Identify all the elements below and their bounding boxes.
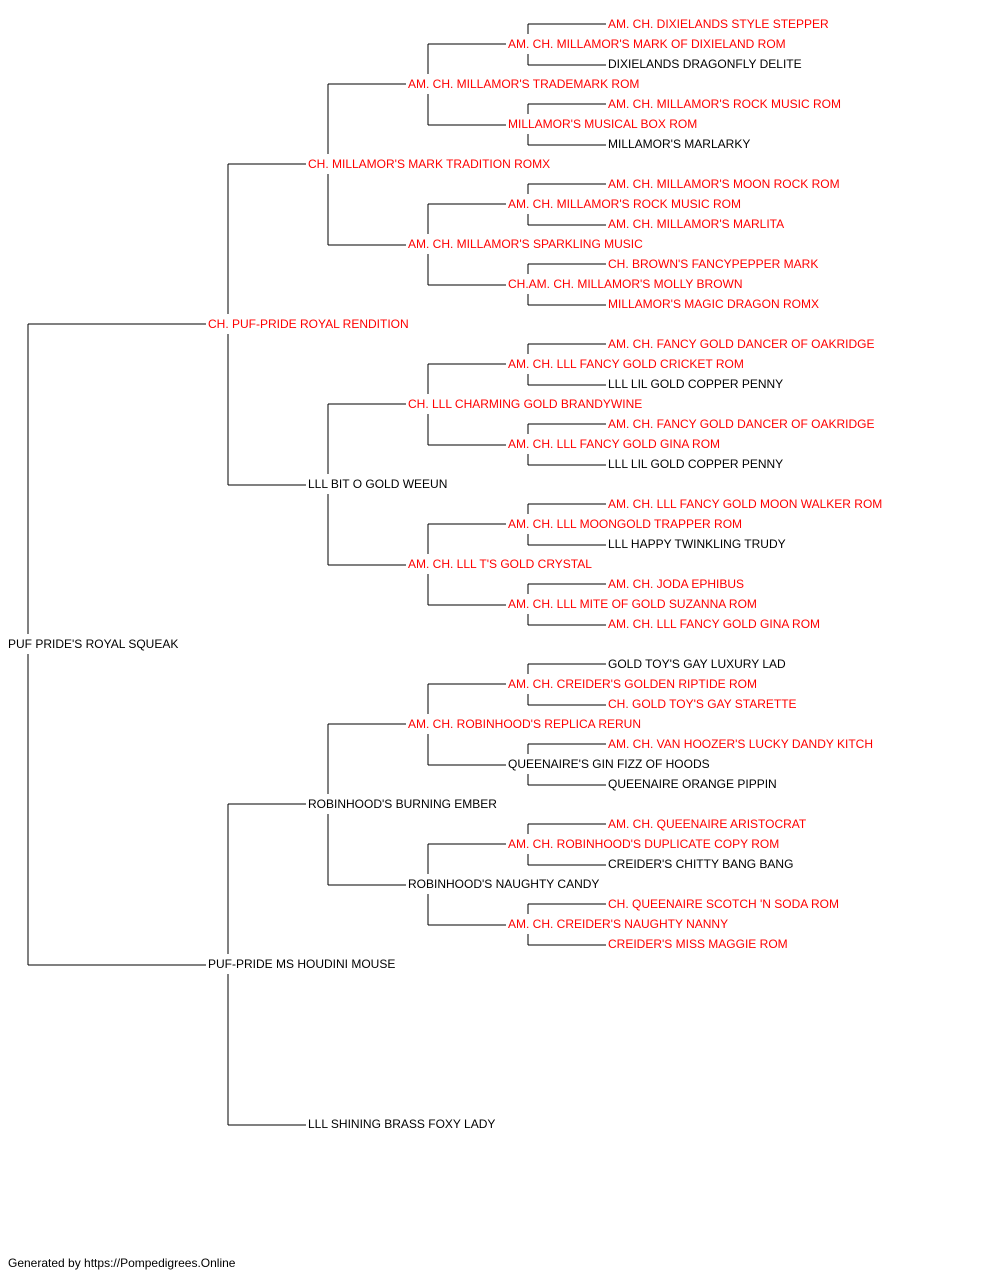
- pedigree-name-gen4: CH.AM. CH. MILLAMOR'S MOLLY BROWN: [508, 277, 743, 291]
- pedigree-name-gen2: ROBINHOOD'S BURNING EMBER: [308, 797, 497, 811]
- pedigree-name-gen4: AM. CH. CREIDER'S NAUGHTY NANNY: [508, 917, 728, 931]
- pedigree-name-gen2: CH. MILLAMOR'S MARK TRADITION ROMX: [308, 157, 550, 171]
- pedigree-name-gen4: AM. CH. LLL MITE OF GOLD SUZANNA ROM: [508, 597, 757, 611]
- pedigree-name-gen5: CH. BROWN'S FANCYPEPPER MARK: [608, 257, 818, 271]
- pedigree-name-gen4: AM. CH. MILLAMOR'S MARK OF DIXIELAND ROM: [508, 37, 786, 51]
- pedigree-name-gen5: MILLAMOR'S MARLARKY: [608, 137, 750, 151]
- pedigree-name-gen3: AM. CH. ROBINHOOD'S REPLICA RERUN: [408, 717, 641, 731]
- pedigree-name-gen1: CH. PUF-PRIDE ROYAL RENDITION: [208, 317, 409, 331]
- pedigree-name-gen4: AM. CH. CREIDER'S GOLDEN RIPTIDE ROM: [508, 677, 757, 691]
- pedigree-name-gen5: LLL HAPPY TWINKLING TRUDY: [608, 537, 786, 551]
- pedigree-name-gen4: AM. CH. LLL FANCY GOLD GINA ROM: [508, 437, 720, 451]
- pedigree-name-gen0: PUF PRIDE'S ROYAL SQUEAK: [8, 637, 178, 651]
- pedigree-name-gen5: LLL LIL GOLD COPPER PENNY: [608, 457, 783, 471]
- pedigree-name-gen5: AM. CH. LLL FANCY GOLD MOON WALKER ROM: [608, 497, 882, 511]
- pedigree-name-gen5: AM. CH. FANCY GOLD DANCER OF OAKRIDGE: [608, 417, 874, 431]
- pedigree-name-gen5: QUEENAIRE ORANGE PIPPIN: [608, 777, 777, 791]
- pedigree-name-gen5: LLL LIL GOLD COPPER PENNY: [608, 377, 783, 391]
- pedigree-name-gen4: MILLAMOR'S MUSICAL BOX ROM: [508, 117, 697, 131]
- pedigree-name-gen5: AM. CH. QUEENAIRE ARISTOCRAT: [608, 817, 807, 831]
- pedigree-name-gen5: GOLD TOY'S GAY LUXURY LAD: [608, 657, 786, 671]
- pedigree-name-gen5: AM. CH. MILLAMOR'S MARLITA: [608, 217, 784, 231]
- pedigree-name-gen5: AM. CH. LLL FANCY GOLD GINA ROM: [608, 617, 820, 631]
- pedigree-name-gen3: CH. LLL CHARMING GOLD BRANDYWINE: [408, 397, 642, 411]
- pedigree-name-gen3: AM. CH. LLL T'S GOLD CRYSTAL: [408, 557, 592, 571]
- pedigree-name-gen4: AM. CH. LLL MOONGOLD TRAPPER ROM: [508, 517, 742, 531]
- pedigree-name-gen3: AM. CH. MILLAMOR'S TRADEMARK ROM: [408, 77, 639, 91]
- pedigree-connectors: [27, 23, 606, 1126]
- pedigree-name-gen4: AM. CH. MILLAMOR'S ROCK MUSIC ROM: [508, 197, 741, 211]
- pedigree-name-gen5: DIXIELANDS DRAGONFLY DELITE: [608, 57, 802, 71]
- pedigree-labels: PUF PRIDE'S ROYAL SQUEAK CH. PUF-PRIDE RO…: [8, 17, 882, 1131]
- pedigree-name-gen5: AM. CH. MILLAMOR'S ROCK MUSIC ROM: [608, 97, 841, 111]
- pedigree-name-gen5: AM. CH. FANCY GOLD DANCER OF OAKRIDGE: [608, 337, 874, 351]
- pedigree-name-gen5: CH. QUEENAIRE SCOTCH 'N SODA ROM: [608, 897, 839, 911]
- pedigree-name-gen3: ROBINHOOD'S NAUGHTY CANDY: [408, 877, 599, 891]
- pedigree-name-gen4: AM. CH. ROBINHOOD'S DUPLICATE COPY ROM: [508, 837, 779, 851]
- pedigree-name-gen5: AM. CH. VAN HOOZER'S LUCKY DANDY KITCH: [608, 737, 873, 751]
- pedigree-name-gen1: PUF-PRIDE MS HOUDINI MOUSE: [208, 957, 395, 971]
- pedigree-name-gen5: AM. CH. MILLAMOR'S MOON ROCK ROM: [608, 177, 840, 191]
- pedigree-name-gen5: AM. CH. JODA EPHIBUS: [608, 577, 744, 591]
- pedigree-name-gen3: AM. CH. MILLAMOR'S SPARKLING MUSIC: [408, 237, 643, 251]
- pedigree-name-gen2: LLL SHINING BRASS FOXY LADY: [308, 1117, 495, 1131]
- generated-by-footer: Generated by https://Pompedigrees.Online: [8, 1256, 236, 1270]
- pedigree-name-gen5: CH. GOLD TOY'S GAY STARETTE: [608, 697, 797, 711]
- pedigree-name-gen2: LLL BIT O GOLD WEEUN: [308, 477, 447, 491]
- pedigree-name-gen5: CREIDER'S MISS MAGGIE ROM: [608, 937, 788, 951]
- pedigree-name-gen5: CREIDER'S CHITTY BANG BANG: [608, 857, 793, 871]
- pedigree-name-gen4: AM. CH. LLL FANCY GOLD CRICKET ROM: [508, 357, 744, 371]
- pedigree-name-gen4: QUEENAIRE'S GIN FIZZ OF HOODS: [508, 757, 710, 771]
- pedigree-name-gen5: MILLAMOR'S MAGIC DRAGON ROMX: [608, 297, 819, 311]
- pedigree-name-gen5: AM. CH. DIXIELANDS STYLE STEPPER: [608, 17, 829, 31]
